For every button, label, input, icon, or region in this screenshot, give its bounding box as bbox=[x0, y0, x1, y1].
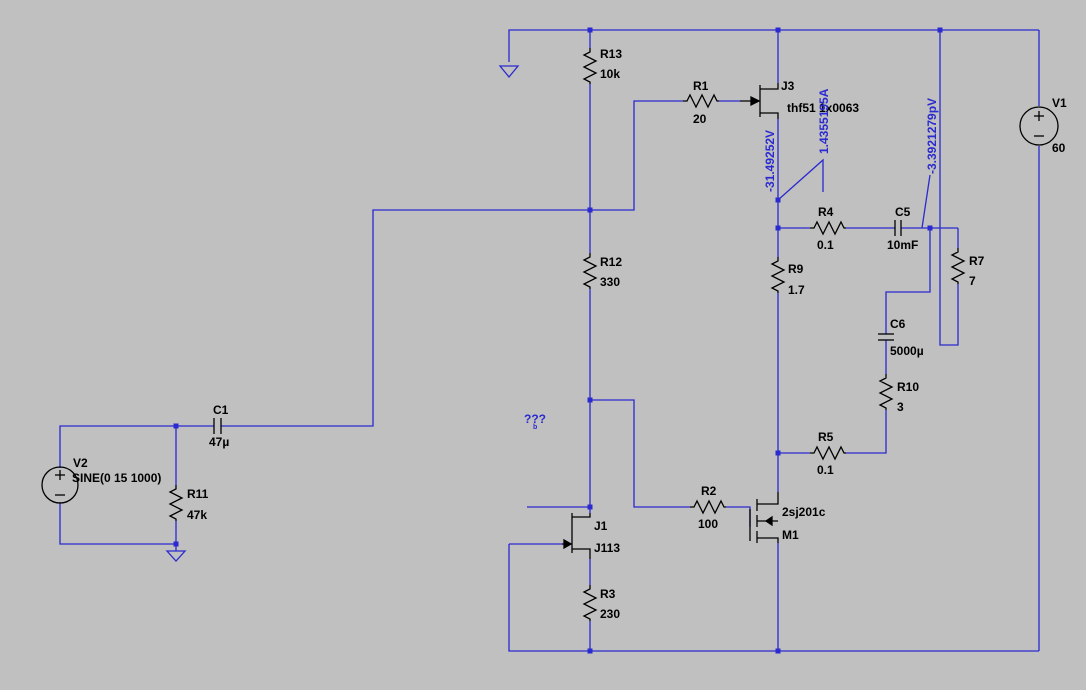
ground-icon bbox=[498, 65, 520, 79]
label-r10-value: 3 bbox=[897, 400, 904, 414]
wire-v2-to-c1[interactable] bbox=[59, 425, 214, 468]
wire-mid-to-r1[interactable] bbox=[590, 100, 683, 211]
probe-leader-power bbox=[921, 174, 931, 229]
label-v2-ref: V2 bbox=[73, 456, 88, 470]
resistor-icon[interactable] bbox=[878, 374, 894, 410]
resistor-icon[interactable] bbox=[810, 220, 846, 236]
label-j1-value: J113 bbox=[594, 541, 620, 555]
label-r7-value: 7 bbox=[969, 274, 976, 288]
label-m1-ref: M1 bbox=[782, 528, 799, 542]
junction-dot bbox=[937, 27, 943, 33]
label-r5-ref: R5 bbox=[818, 430, 834, 444]
junction-dot bbox=[775, 225, 781, 231]
wire-c6-top[interactable] bbox=[885, 228, 931, 334]
label-r13-value: 10k bbox=[600, 67, 620, 81]
probe-voltage-label: -31.49252V bbox=[763, 130, 777, 192]
label-r7-ref: R7 bbox=[969, 254, 985, 268]
junction-dot bbox=[927, 225, 933, 231]
label-m1-value: 2sj201c bbox=[782, 505, 826, 519]
label-r3-ref: R3 bbox=[600, 587, 616, 601]
capacitor-icon[interactable] bbox=[894, 220, 902, 236]
resistor-icon[interactable] bbox=[168, 485, 184, 521]
jfet-icon[interactable] bbox=[740, 83, 779, 119]
probe-leader-current bbox=[777, 158, 824, 201]
probe-current-label: 1.4355195A bbox=[817, 88, 831, 154]
junction-dot bbox=[775, 197, 781, 203]
label-r11-value: 47k bbox=[187, 508, 207, 522]
label-r1-ref: R1 bbox=[693, 79, 709, 93]
junction-dot bbox=[775, 648, 781, 654]
wires bbox=[59, 29, 1040, 652]
label-r12-ref: R12 bbox=[600, 255, 622, 269]
wire-to-r2[interactable] bbox=[590, 399, 690, 508]
junction-dot bbox=[587, 397, 593, 403]
label-r4-value: 0.1 bbox=[817, 238, 834, 252]
label-r12-value: 330 bbox=[600, 275, 620, 289]
junction-dot bbox=[587, 648, 593, 654]
mosfet-icon[interactable] bbox=[749, 492, 779, 543]
label-r10-ref: R10 bbox=[897, 380, 919, 394]
junction-dot bbox=[173, 423, 179, 429]
label-c5-value: 10mF bbox=[887, 238, 918, 252]
junction-dot bbox=[775, 450, 781, 456]
junction-dot bbox=[587, 504, 593, 510]
unknown-marker: ??? bbox=[524, 412, 546, 426]
voltage-source-icon[interactable] bbox=[41, 466, 79, 504]
label-r5-value: 0.1 bbox=[817, 463, 834, 477]
wire-r2-to-m1[interactable] bbox=[726, 506, 751, 527]
label-v2-value: SINE(0 15 1000) bbox=[72, 471, 161, 485]
label-c5-ref: C5 bbox=[895, 205, 911, 219]
component-labels: R13 10k R1 20 J3 thf51 1x0063 V1 60 R12 … bbox=[72, 47, 1067, 621]
wire-c1-to-mid[interactable] bbox=[221, 209, 590, 427]
probe-power-label: -3.3921279pV bbox=[925, 98, 939, 174]
resistor-icon[interactable] bbox=[582, 585, 598, 621]
jfet-icon[interactable] bbox=[562, 513, 591, 559]
label-v1-ref: V1 bbox=[1052, 96, 1067, 110]
label-j3-value: thf51 1x0063 bbox=[787, 101, 859, 115]
wire-top-rail[interactable] bbox=[508, 29, 1039, 62]
wire-r10-to-r5[interactable] bbox=[846, 410, 887, 454]
junction-dot bbox=[775, 27, 781, 33]
label-r4-ref: R4 bbox=[818, 205, 834, 219]
junction-dot bbox=[587, 27, 593, 33]
probe-labels: -31.49252V 1.4355195A -3.3921279pV bbox=[763, 88, 939, 192]
label-r11-ref: R11 bbox=[187, 487, 209, 501]
resistor-icon[interactable] bbox=[770, 257, 786, 293]
junction-dot bbox=[587, 207, 593, 213]
resistor-icon[interactable] bbox=[690, 499, 726, 515]
resistor-icon[interactable] bbox=[950, 248, 966, 284]
label-j3-ref: J3 bbox=[781, 79, 795, 93]
label-r3-value: 230 bbox=[600, 607, 620, 621]
capacitor-icon[interactable] bbox=[878, 333, 894, 341]
wire-bottom-rail[interactable] bbox=[508, 544, 1039, 652]
wire-v2-bottom[interactable] bbox=[59, 502, 176, 545]
label-r9-ref: R9 bbox=[788, 262, 804, 276]
label-r2-value: 100 bbox=[698, 517, 718, 531]
resistor-icon[interactable] bbox=[582, 48, 598, 84]
label-c1-ref: C1 bbox=[213, 403, 229, 417]
label-c6-ref: C6 bbox=[890, 317, 906, 331]
label-r13-ref: R13 bbox=[600, 47, 622, 61]
label-c6-value: 5000µ bbox=[890, 344, 924, 358]
unknown-marker-subscript: b bbox=[533, 424, 537, 431]
label-v1-value: 60 bbox=[1052, 141, 1066, 155]
ground-icon bbox=[165, 544, 187, 562]
capacitor-icon[interactable] bbox=[213, 418, 222, 434]
label-r2-ref: R2 bbox=[701, 484, 717, 498]
label-j1-ref: J1 bbox=[594, 519, 608, 533]
label-c1-value: 47µ bbox=[209, 435, 229, 449]
label-r9-value: 1.7 bbox=[788, 283, 805, 297]
resistor-icon[interactable] bbox=[683, 93, 719, 109]
label-r1-value: 20 bbox=[693, 112, 707, 126]
wire-r7-bottom[interactable] bbox=[939, 30, 959, 346]
resistor-icon[interactable] bbox=[582, 253, 598, 289]
voltage-source-icon[interactable] bbox=[1019, 106, 1059, 146]
resistor-icon[interactable] bbox=[810, 445, 846, 461]
